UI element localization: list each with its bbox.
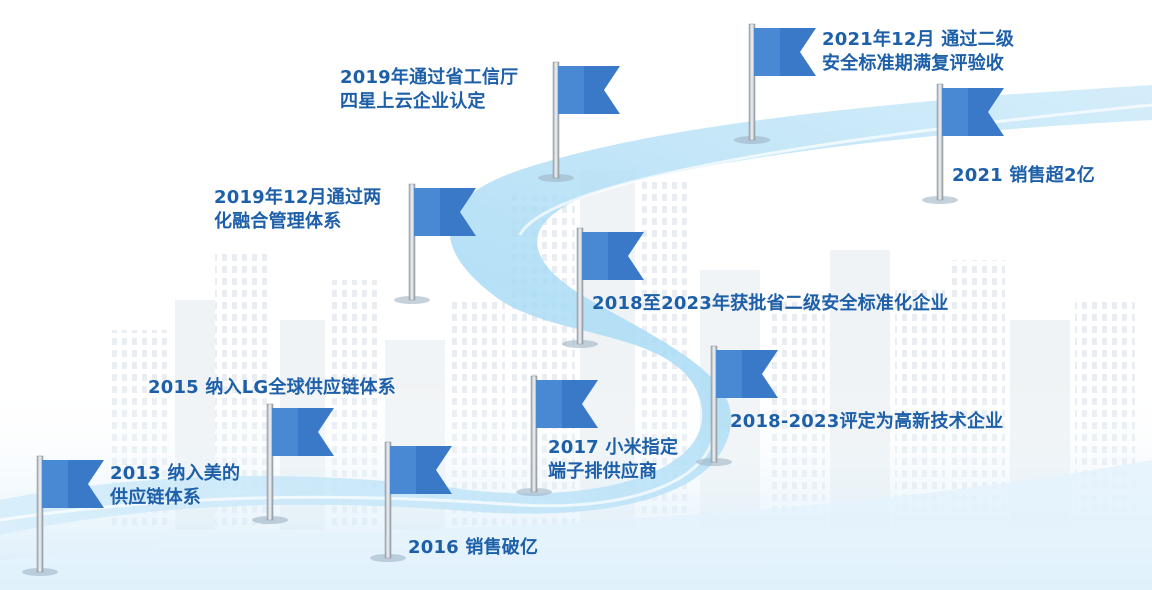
milestone-text: 2017 小米指定 <box>548 437 679 458</box>
flag-icon <box>252 398 338 538</box>
milestone-label-2015: 2015 纳入LG全球供应链体系 <box>148 376 396 400</box>
milestone-text: 2018至2023年获批省二级安全标准化企业 <box>592 293 949 314</box>
milestone-label-2013: 2013 纳入美的 供应链体系 <box>110 462 240 510</box>
flag-icon <box>734 18 820 158</box>
milestone-text: 2021 销售超2亿 <box>952 165 1095 186</box>
milestone-text: 2019年12月通过两 <box>214 187 382 208</box>
milestone-text: 2013 纳入美的 <box>110 463 241 484</box>
flag-icon <box>538 56 624 196</box>
milestone-label-2019-cloud: 2019年通过省工信厅 四星上云企业认定 <box>340 66 518 114</box>
milestone-label-2021-sales: 2021 销售超2亿 <box>952 164 1095 188</box>
flag-icon <box>370 436 456 576</box>
milestone-text: 端子排供应商 <box>548 461 658 482</box>
milestone-text: 2019年通过省工信厅 <box>340 67 519 88</box>
timeline-road <box>0 85 1152 535</box>
milestone-text: 2016 销售破亿 <box>408 537 539 558</box>
milestone-text: 安全标准期满复评验收 <box>822 53 1004 74</box>
flag-icon <box>562 222 648 362</box>
milestone-text: 2018-2023评定为高新技术企业 <box>730 411 1004 432</box>
flag-icon <box>516 370 602 510</box>
milestone-label-2018-hightech: 2018-2023评定为高新技术企业 <box>730 410 1003 434</box>
milestone-text: 化融合管理体系 <box>214 211 342 232</box>
milestone-text: 供应链体系 <box>110 487 201 508</box>
milestone-label-2019-integration: 2019年12月通过两 化融合管理体系 <box>214 186 381 234</box>
milestone-text: 四星上云企业认定 <box>340 91 486 112</box>
milestone-label-2017: 2017 小米指定 端子排供应商 <box>548 436 678 484</box>
milestone-text: 2021年12月 通过二级 <box>822 29 1015 50</box>
milestone-label-2021-review: 2021年12月 通过二级 安全标准期满复评验收 <box>822 28 1014 76</box>
milestone-text: 2015 纳入LG全球供应链体系 <box>148 377 396 398</box>
flag-icon <box>22 450 108 590</box>
flag-icon <box>394 178 480 318</box>
flag-icon <box>922 78 1008 218</box>
flag-icon <box>696 340 782 480</box>
milestone-label-2018-safety: 2018至2023年获批省二级安全标准化企业 <box>592 292 949 316</box>
milestone-label-2016: 2016 销售破亿 <box>408 536 538 560</box>
